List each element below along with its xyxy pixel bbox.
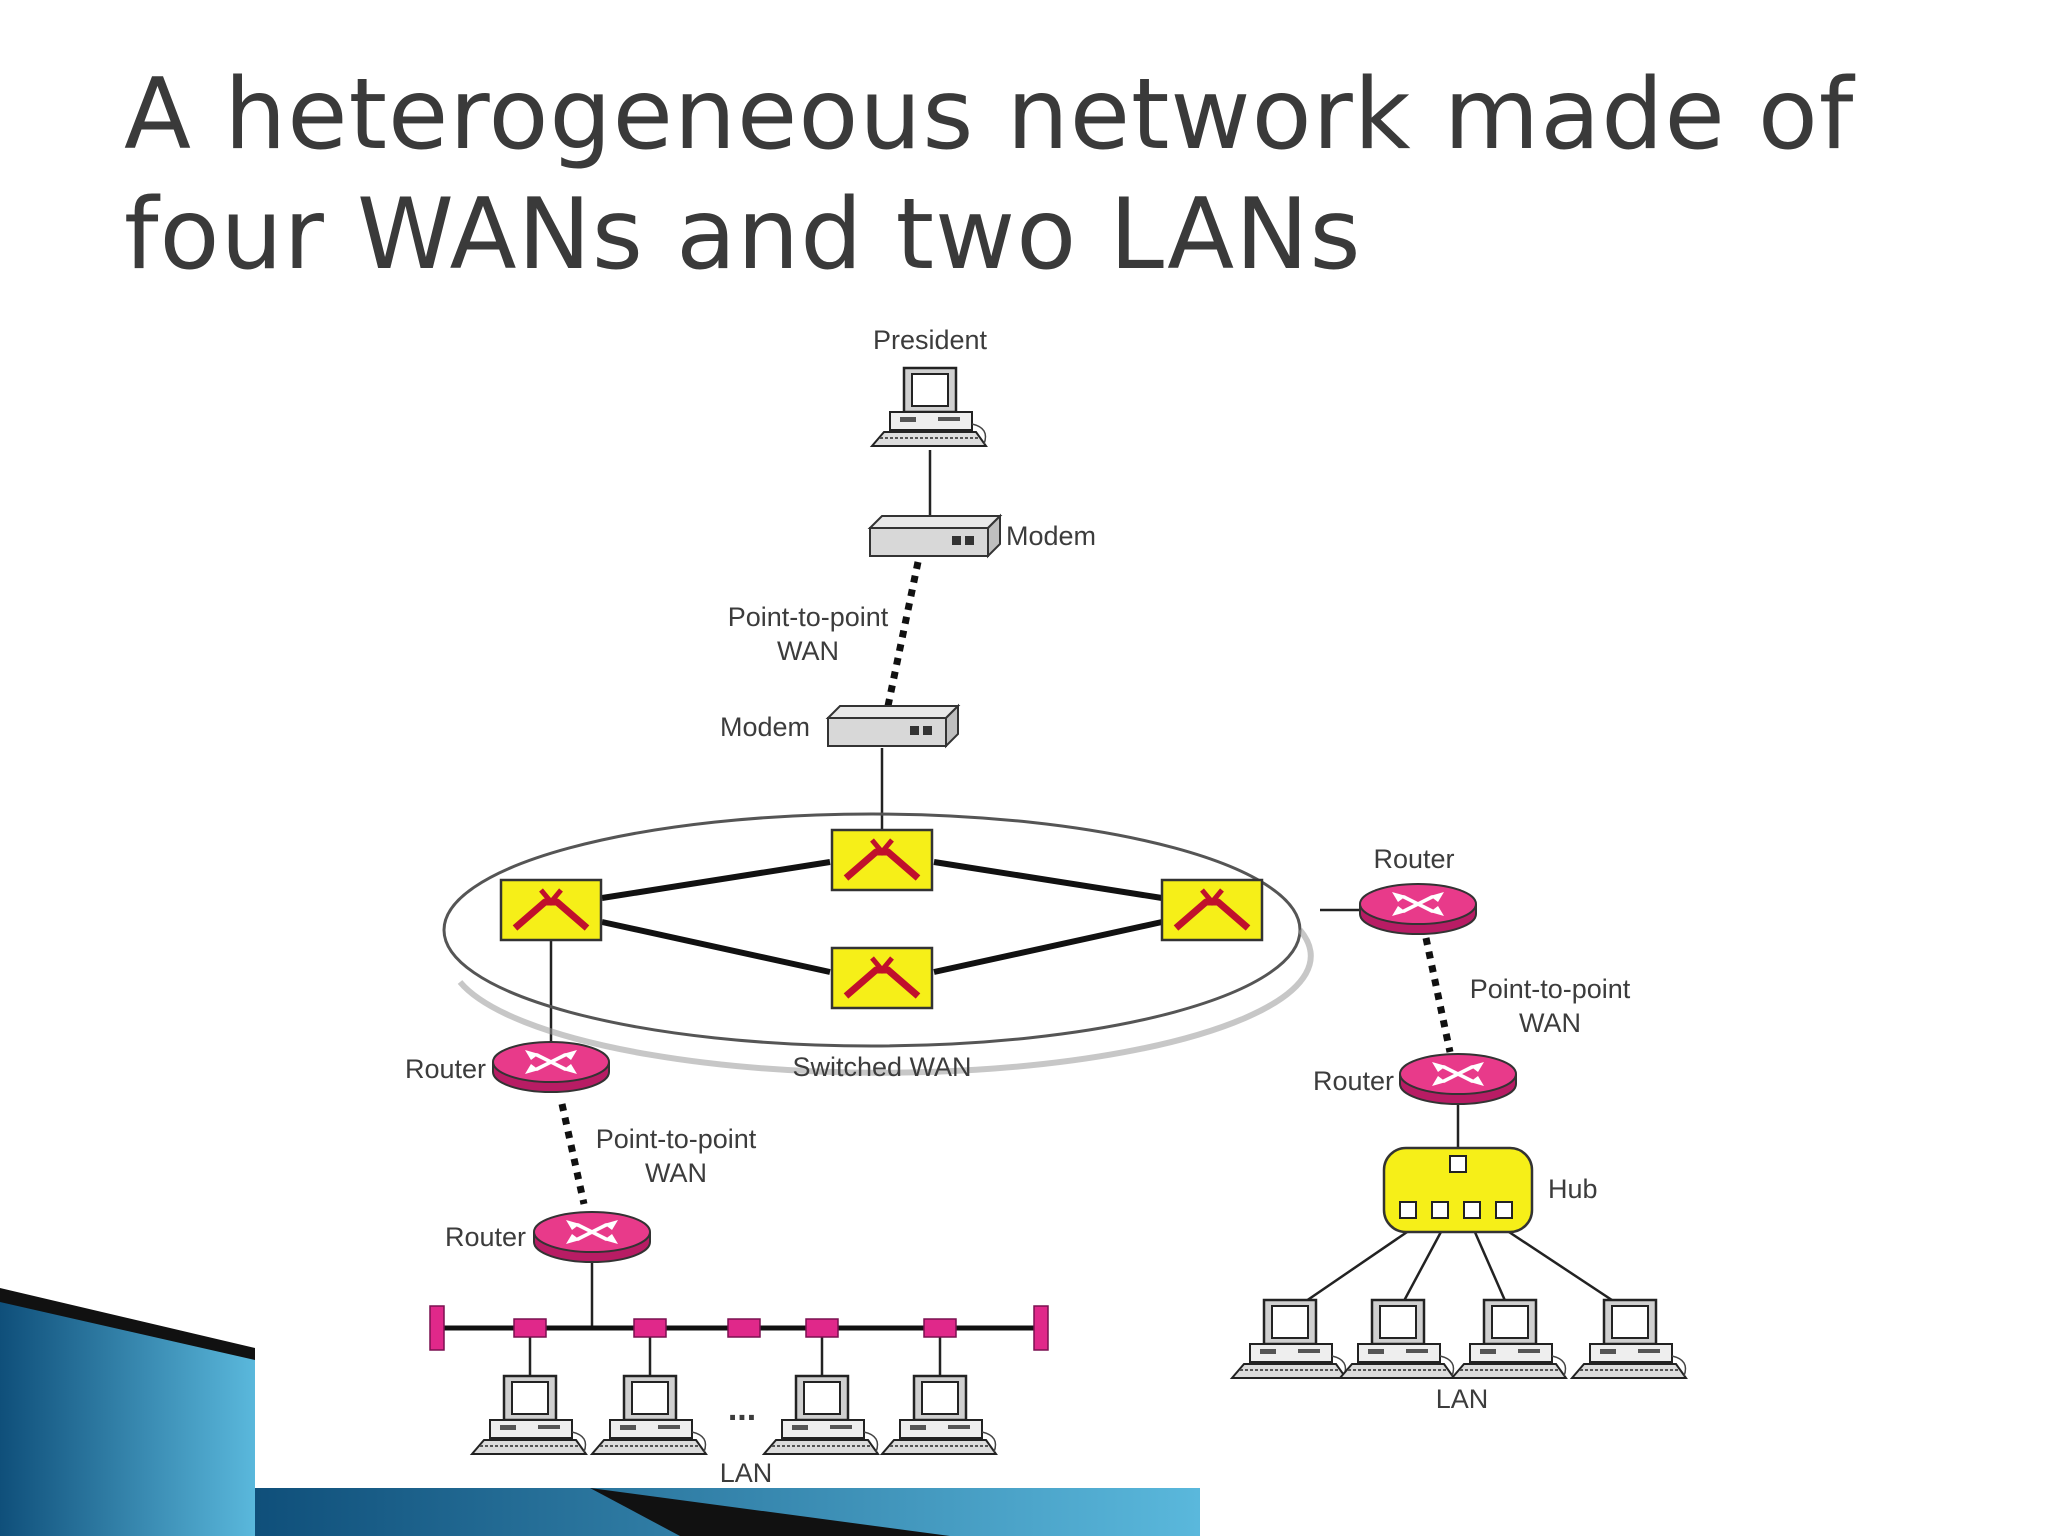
label-hub: Hub — [1548, 1174, 1598, 1204]
label-modem-bottom: Modem — [720, 712, 810, 742]
lan-right-computer-icon — [1230, 1298, 1348, 1380]
modem-top-icon — [869, 515, 1001, 557]
switch-bottom-icon — [832, 948, 932, 1008]
switched-wan-cloud — [442, 812, 1314, 1076]
switch-right-icon — [1162, 880, 1262, 940]
president-computer-icon — [870, 366, 988, 448]
p2p-links — [558, 561, 1454, 1205]
router-left-top-icon — [491, 1040, 611, 1094]
label-router-left-top: Router — [405, 1054, 486, 1084]
router-right-bottom-icon — [1398, 1052, 1518, 1106]
switched-wan-links — [601, 859, 1163, 975]
slide-title: A heterogeneous network made of four WAN… — [124, 58, 1855, 292]
switch-top-icon — [832, 830, 932, 890]
label-p2p-top-line2: WAN — [777, 636, 839, 666]
label-modem-top: Modem — [1006, 521, 1096, 551]
label-p2p-top-line1: Point-to-point — [728, 602, 889, 632]
label-lan-left: LAN — [720, 1458, 773, 1488]
router-left-bottom-icon — [532, 1210, 652, 1264]
lan-right-computer-icon — [1450, 1298, 1568, 1380]
label-president: President — [873, 325, 988, 355]
accent-decoration — [0, 1288, 1200, 1536]
hub-icon — [1382, 1146, 1534, 1234]
label-router-right-bottom: Router — [1313, 1066, 1394, 1096]
label-p2p-left-line2: WAN — [645, 1158, 707, 1188]
router-right-top-icon — [1358, 882, 1478, 936]
modem-bottom-icon — [827, 705, 959, 747]
label-router-left-bottom: Router — [445, 1222, 526, 1252]
label-router-right-top: Router — [1373, 844, 1454, 874]
label-p2p-right-line2: WAN — [1519, 1008, 1581, 1038]
lan-bus-left — [429, 1305, 1049, 1351]
label-p2p-right-line1: Point-to-point — [1470, 974, 1631, 1004]
lan-right-computer-icon — [1338, 1298, 1456, 1380]
label-switched-wan: Switched WAN — [792, 1052, 971, 1082]
lan-right-computer-icon — [1570, 1298, 1688, 1380]
label-p2p-left-line1: Point-to-point — [596, 1124, 757, 1154]
switch-left-icon — [501, 880, 601, 940]
label-lan-right: LAN — [1436, 1384, 1489, 1414]
label-ellipsis: ... — [728, 1390, 756, 1428]
